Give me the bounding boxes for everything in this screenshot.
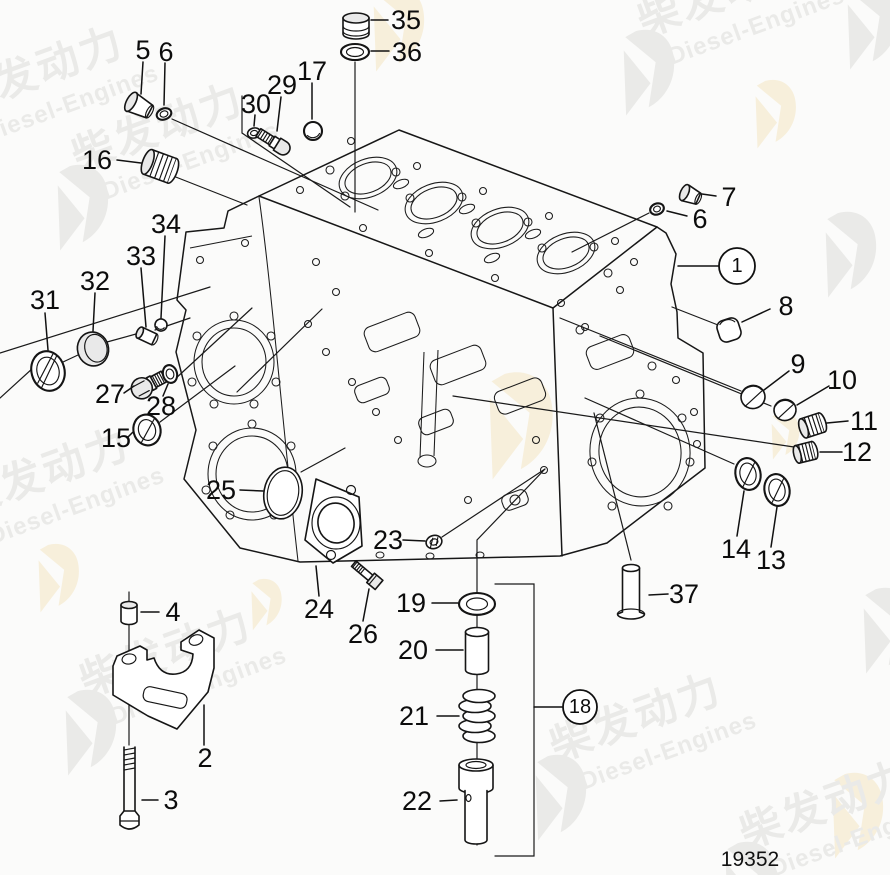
circled-part-label-1: 1 xyxy=(731,255,742,277)
part-13-bushing xyxy=(763,473,791,507)
part-label-19: 19 xyxy=(396,588,426,618)
part-label-11: 11 xyxy=(850,406,878,436)
part-25-o-ring xyxy=(262,466,304,520)
part-3-bolt xyxy=(119,746,140,830)
part-label-36: 36 xyxy=(392,37,422,67)
part-label-25: 25 xyxy=(206,475,236,505)
part-6-washer-right xyxy=(649,202,665,216)
part-label-6: 6 xyxy=(692,204,707,234)
part-10-cup-plug xyxy=(773,398,797,422)
part-label-8: 8 xyxy=(778,291,793,321)
circled-part-labels: 1 18 xyxy=(562,247,756,725)
part-14-bushing xyxy=(734,457,762,491)
part-21-spring xyxy=(458,688,496,744)
part-label-30: 30 xyxy=(241,89,271,119)
part-12-threaded-plug xyxy=(792,440,819,464)
part-11-threaded-plug xyxy=(797,412,828,439)
part-33-sleeve xyxy=(135,326,159,346)
part-4-sleeve xyxy=(120,600,138,626)
part-label-22: 22 xyxy=(402,786,432,816)
part-6-washer xyxy=(155,107,173,121)
part-label-28: 28 xyxy=(146,391,176,421)
part-label-27: 27 xyxy=(95,379,125,409)
part-24-flange-plate xyxy=(304,478,363,564)
part-label-32: 32 xyxy=(80,266,110,296)
part-23-washer xyxy=(425,534,443,550)
part-label-15: 15 xyxy=(101,423,131,453)
leader-lines xyxy=(44,19,849,802)
part-label-31: 31 xyxy=(30,285,60,315)
part-label-35: 35 xyxy=(391,5,421,35)
part-8-cup-plug xyxy=(716,317,742,343)
part-label-2: 2 xyxy=(197,743,212,773)
part-label-24: 24 xyxy=(304,594,334,624)
part-32-cup-plug xyxy=(76,331,110,367)
part-label-12: 12 xyxy=(842,437,872,467)
part-34-plug xyxy=(154,318,168,332)
part-label-10: 10 xyxy=(827,365,857,395)
part-31-bushing xyxy=(30,350,66,392)
part-label-3: 3 xyxy=(163,785,178,815)
part-label-5: 5 xyxy=(135,35,150,65)
part-28-washer xyxy=(161,364,179,384)
part-37-dowel-pin xyxy=(616,563,646,620)
part-15-seal-ring xyxy=(132,413,162,447)
part-label-29: 29 xyxy=(267,70,297,100)
part-label-23: 23 xyxy=(373,525,403,555)
circled-part-label-18: 18 xyxy=(569,696,591,718)
part-label-7: 7 xyxy=(721,182,736,212)
part-26-bolt xyxy=(350,560,384,591)
part-label-33: 33 xyxy=(126,241,156,271)
circled-label-ring-18 xyxy=(562,689,598,725)
part-label-37: 37 xyxy=(669,579,699,609)
part-label-34: 34 xyxy=(151,209,181,239)
part-label-20: 20 xyxy=(398,635,428,665)
drawing-number: 19352 xyxy=(721,848,779,871)
part-36-seal-ring xyxy=(339,42,371,62)
part-7-plug xyxy=(678,183,703,205)
part-17-plug xyxy=(302,120,324,142)
exploded-parts xyxy=(30,12,828,845)
part-35-cup-plug xyxy=(342,12,370,40)
part-2-bearing-cap xyxy=(112,629,215,730)
part-label-26: 26 xyxy=(348,619,378,649)
part-label-9: 9 xyxy=(790,349,805,379)
part-29-plug-bolt xyxy=(255,127,291,156)
part-16-cup-plug xyxy=(140,148,180,184)
circled-label-ring-1 xyxy=(718,247,756,285)
engine-block-drawing xyxy=(175,129,706,563)
part-label-6: 6 xyxy=(158,37,173,67)
part-5-plug xyxy=(123,91,155,119)
part-label-4: 4 xyxy=(165,597,180,627)
part-label-13: 13 xyxy=(756,545,786,575)
part-19-seat-ring xyxy=(457,591,497,617)
part-22-tappet xyxy=(458,758,494,845)
part-9-cup-plug xyxy=(740,384,766,410)
part-label-16: 16 xyxy=(82,145,112,175)
part-label-14: 14 xyxy=(721,534,751,564)
part-20-sleeve xyxy=(464,626,490,676)
part-label-17: 17 xyxy=(297,56,327,86)
part-label-21: 21 xyxy=(399,701,429,731)
